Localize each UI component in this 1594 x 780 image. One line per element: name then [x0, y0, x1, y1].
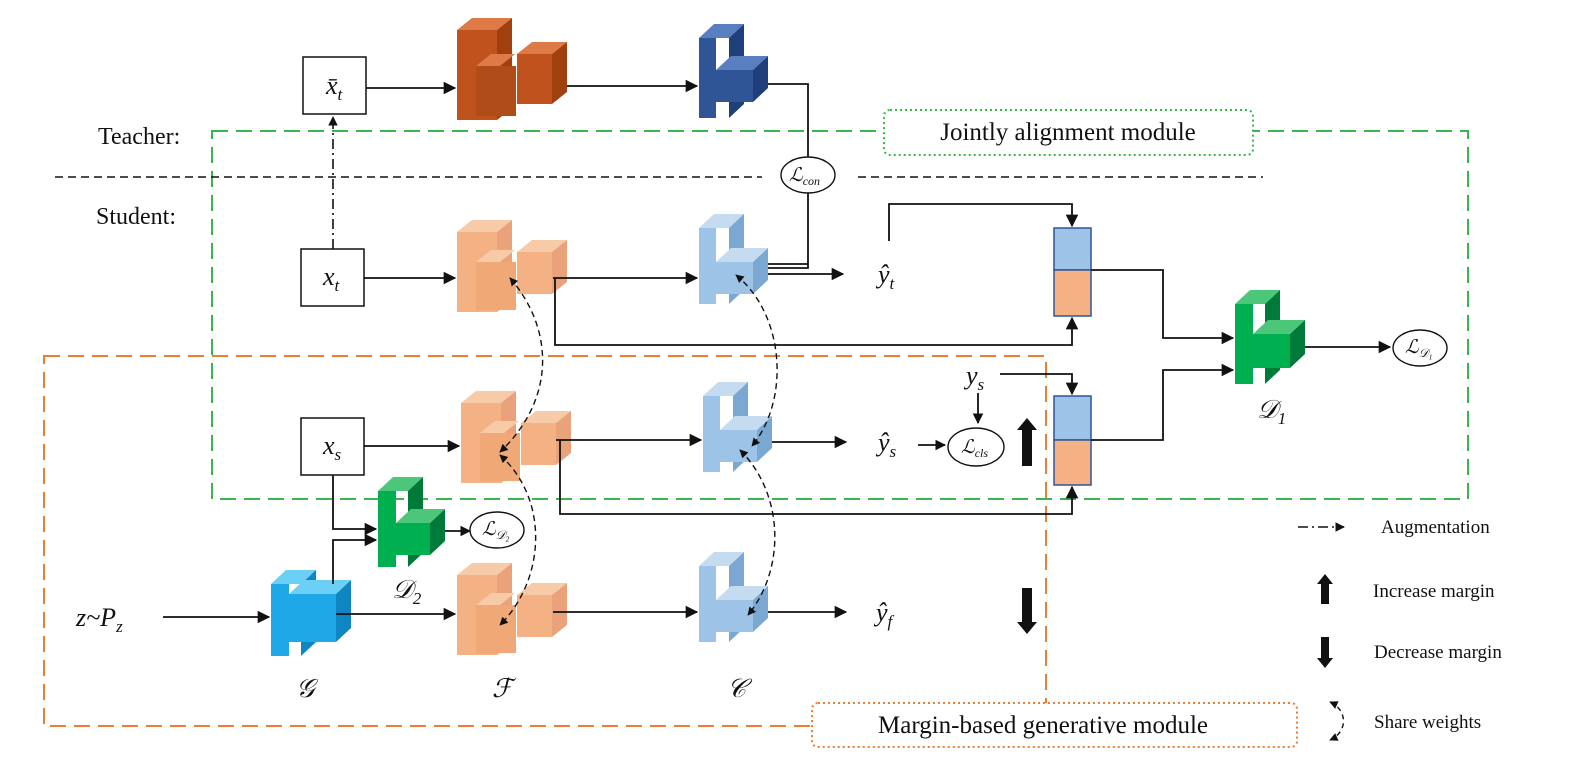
label-classifier: 𝒞 — [727, 674, 753, 703]
input-xt-bar: x̄t — [302, 56, 367, 115]
legend-increase: Increase margin — [1373, 581, 1495, 602]
label-feature-extractor: ℱ — [492, 674, 517, 703]
legend-decrease: Decrease margin — [1374, 642, 1502, 663]
svg-text:ℒ𝒟₁: ℒ𝒟₁ — [1405, 337, 1432, 360]
label-d1: 𝒟1 — [1257, 395, 1286, 428]
svg-text:ℒcls: ℒcls — [961, 437, 988, 460]
generative-module-title: Margin-based generative module — [811, 702, 1298, 748]
student-label: Student: — [96, 204, 176, 230]
output-yt-hat: ŷt — [875, 260, 896, 293]
loss-cls: ℒcls — [947, 427, 1005, 467]
loss-d1: ℒ𝒟₁ — [1392, 329, 1448, 367]
increase-margin-arrow — [1017, 418, 1037, 466]
legend-share: Share weights — [1374, 712, 1481, 733]
output-yf-hat: ŷf — [873, 598, 895, 631]
student-feature-extractor-generated — [457, 563, 567, 655]
svg-text:Jointly alignment module: Jointly alignment module — [940, 119, 1196, 146]
loss-d2: ℒ𝒟₂ — [469, 511, 525, 549]
student-classifier-source — [703, 382, 772, 472]
teacher-label: Teacher: — [98, 124, 180, 150]
alignment-module-title: Jointly alignment module — [883, 109, 1254, 156]
label-d2: 𝒟2 — [392, 575, 422, 608]
student-classifier-target — [699, 214, 768, 304]
teacher-classifier — [699, 24, 768, 118]
svg-text:ℒcon: ℒcon — [789, 165, 820, 188]
generative-module-border — [43, 355, 1047, 727]
share-weights-curves — [499, 274, 778, 626]
discriminator-d2 — [378, 477, 445, 567]
student-classifier-generated — [699, 552, 768, 642]
discriminator-d1 — [1235, 290, 1305, 384]
generator-g — [271, 570, 351, 656]
feature-bar-target — [1053, 227, 1092, 317]
input-xs: xs — [300, 417, 365, 476]
student-feature-extractor-source — [461, 391, 571, 483]
svg-text:ℒ𝒟₂: ℒ𝒟₂ — [482, 519, 509, 542]
student-feature-extractor-target — [457, 220, 567, 312]
connections — [163, 79, 1392, 624]
legend: Augmentation Increase margin Decrease ma… — [1298, 517, 1502, 741]
noise-input: z~Pz — [75, 603, 123, 636]
legend-augmentation: Augmentation — [1381, 517, 1490, 538]
loss-con: ℒcon — [780, 156, 836, 194]
svg-text:xt: xt — [322, 262, 341, 295]
decrease-margin-arrow — [1017, 588, 1037, 634]
feature-bar-source — [1053, 395, 1092, 486]
input-xt: xt — [300, 248, 365, 307]
svg-text:xs: xs — [322, 431, 342, 464]
alignment-module-border — [211, 130, 1469, 500]
label-generator: 𝒢 — [296, 674, 319, 703]
label-ys: ys — [963, 361, 985, 394]
output-ys-hat: ŷs — [875, 428, 897, 461]
svg-text:x̄t: x̄t — [325, 71, 344, 104]
svg-text:Margin-based generative module: Margin-based generative module — [878, 712, 1208, 739]
teacher-feature-extractor — [457, 18, 567, 120]
